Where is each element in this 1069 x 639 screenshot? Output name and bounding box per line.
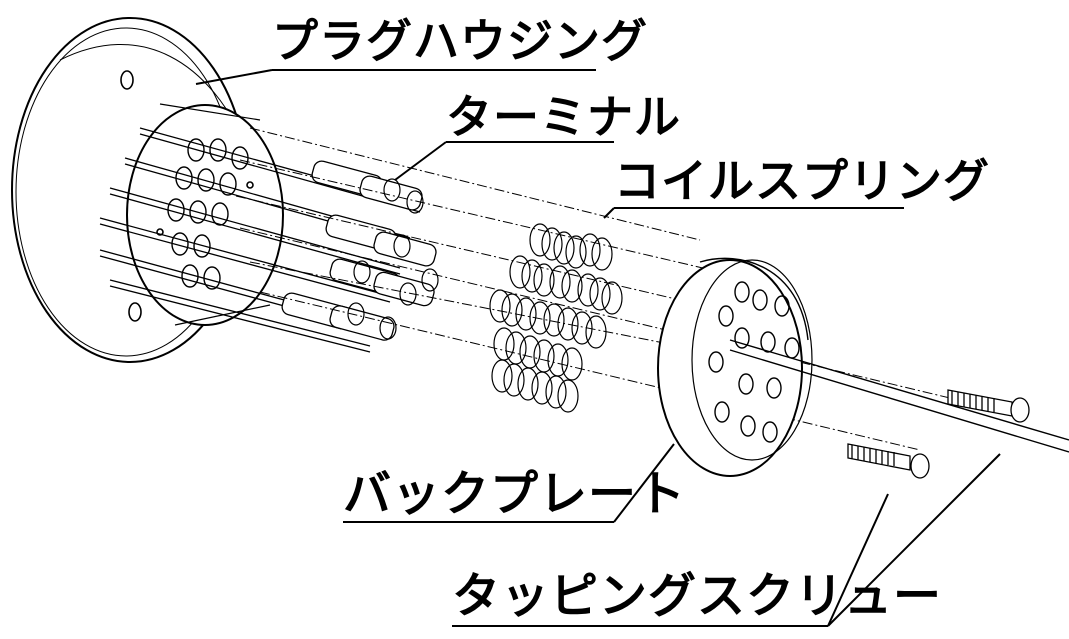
label-terminal: ターミナル [446, 90, 681, 144]
label-coil-spring: コイルスプリング [614, 154, 990, 208]
label-tapping-screw: タッピングスクリュー [452, 568, 943, 624]
coil-springs [489, 223, 623, 413]
tapping-screws [847, 389, 1030, 479]
back-plate-part [657, 257, 1069, 477]
leader-lines [195, 69, 1001, 627]
plug-housing-part [11, 17, 284, 363]
label-plug-housing: プラグハウジング [272, 14, 648, 68]
label-back-plate: バックプレート [343, 466, 687, 522]
center-lines [235, 127, 1001, 451]
